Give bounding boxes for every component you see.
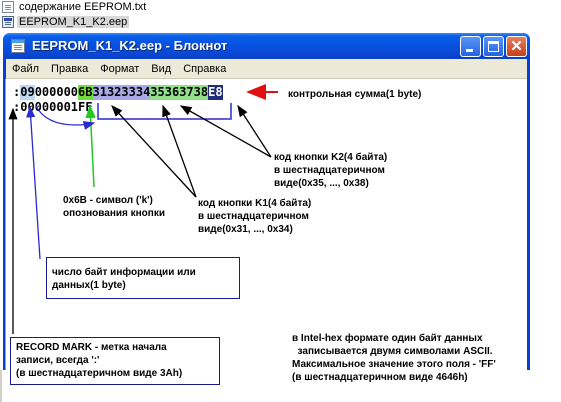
minimize-button[interactable] (460, 36, 481, 57)
key1-note: код кнопки K1(4 байта) в шестнадцатеричн… (198, 198, 312, 235)
key1-arrow-a (111, 105, 197, 198)
menu-view[interactable]: Вид (151, 62, 172, 75)
notepad-window: EEPROM_K1_K2.eep - Блокнот ✕ Файл Правка… (3, 33, 530, 385)
symbol-arrow (85, 104, 96, 188)
key1-code-field: 31323334 (92, 85, 151, 100)
address-type-field: 000000 (34, 85, 79, 99)
file-row-eep[interactable]: EEPROM_K1_K2.eep (2, 15, 130, 29)
close-button[interactable]: ✕ (506, 36, 527, 57)
key2-arrow-b (237, 104, 272, 158)
checksum-field: E8 (208, 85, 223, 100)
file-name: содержание EEPROM.txt (19, 1, 147, 13)
record-mark-note: RECORD MARK - метка начала записи, всегд… (10, 337, 220, 385)
record-mark: : (13, 85, 21, 99)
text-file-icon (2, 1, 14, 13)
menu-bar: Файл Правка Формат Вид Справка (6, 59, 527, 79)
byte-count-field: 09 (20, 85, 35, 100)
file-name: EEPROM_K1_K2.eep (17, 16, 130, 28)
intel-hex-note: в Intel-hex формате один байт данных зап… (292, 333, 496, 383)
annotation-arrows (5, 79, 278, 370)
file-row-txt[interactable]: содержание EEPROM.txt (2, 0, 148, 14)
window-title: EEPROM_K1_K2.eep - Блокнот (32, 38, 228, 53)
symbol-note: 0x6B - символ ('k') опознования кнопки (63, 195, 165, 219)
menu-file[interactable]: Файл (12, 62, 40, 75)
menu-format[interactable]: Формат (100, 62, 140, 75)
checksum-note: контрольная сумма(1 byte) (288, 89, 422, 100)
key-bracket (97, 103, 232, 120)
record-mark-2: : (13, 100, 21, 114)
maximize-button[interactable] (483, 36, 504, 57)
text-editor-area[interactable]: :090000006B3132333435363738E8 :00000001F… (5, 79, 527, 385)
count-arrow-a (35, 105, 96, 130)
key2-note: код кнопки K2(4 байта) в шестнадцатеричн… (274, 152, 388, 189)
eep-file-icon (2, 16, 14, 28)
menu-edit[interactable]: Правка (51, 62, 89, 75)
title-bar[interactable]: EEPROM_K1_K2.eep - Блокнот ✕ (3, 33, 530, 59)
key1-arrow-b (162, 104, 197, 198)
close-icon: ✕ (510, 38, 523, 55)
count-arrow-b (26, 105, 41, 260)
notepad-app-icon[interactable] (11, 39, 25, 53)
symbol-field: 6B (78, 85, 93, 100)
key2-arrow-a (179, 105, 272, 158)
left-edge (0, 370, 2, 402)
hex-line-1: :090000006B3132333435363738E8 (13, 85, 223, 100)
menu-help[interactable]: Справка (183, 62, 227, 75)
count-note: число байт информации или данных(1 byte) (46, 257, 240, 299)
key2-code-field: 35363738 (150, 85, 209, 100)
